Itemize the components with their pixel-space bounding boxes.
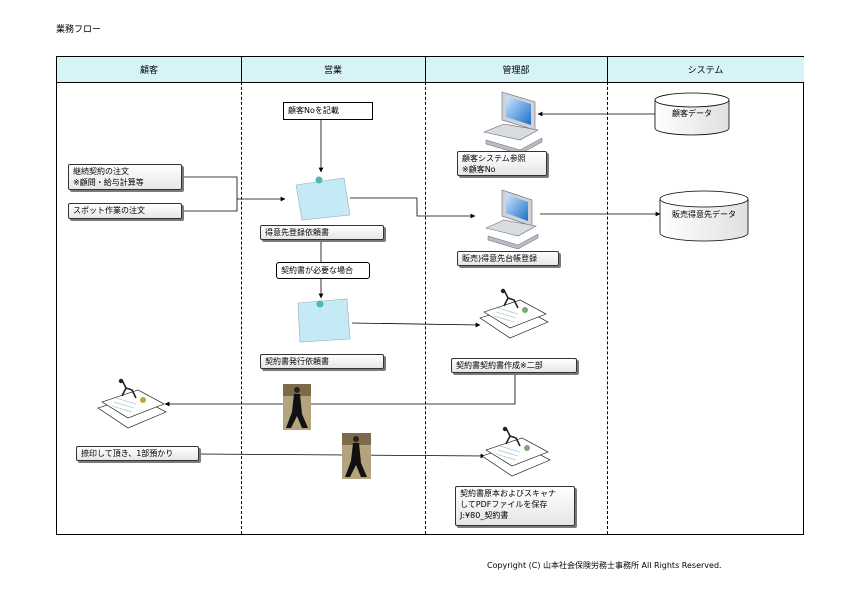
contract-creation-box: 契約書契約書作成※二部 <box>451 358 577 373</box>
lane-header-customer: 顧客 <box>57 57 241 83</box>
document-stack-icon <box>97 378 167 429</box>
page-title: 業務フロー <box>56 25 102 35</box>
computer-icon <box>482 91 543 155</box>
connector <box>182 176 286 202</box>
customer-system-ref-box: 顧客システム参照 ※顧客No <box>457 151 547 176</box>
walking-person-image <box>342 433 371 479</box>
sales-client-ledger-box: 販売)得意先台帳登録 <box>457 251 559 266</box>
lane-header-sales: 営業 <box>241 57 425 83</box>
computer-icon <box>485 189 539 250</box>
lane-divider <box>241 57 242 534</box>
connector <box>182 199 238 212</box>
note-icon <box>297 298 351 343</box>
lane-header-system: システム <box>607 57 804 83</box>
connector <box>351 322 481 328</box>
database-icon <box>654 92 730 136</box>
connector <box>350 197 476 219</box>
connector <box>164 370 516 407</box>
walking-person-image <box>283 384 311 430</box>
swimlane-table: 顧客 営業 管理部 システム <box>56 56 804 535</box>
seal-return-box: 捺印して頂き、1部預かり <box>76 446 199 461</box>
continuous-order-box: 継続契約の注文 ※顧問・給与計算等 <box>68 164 182 190</box>
lane-divider <box>425 57 426 534</box>
contract-issue-request-box: 契約書発行依頼書 <box>260 354 384 369</box>
customer-no-record-box: 顧客Noを記載 <box>283 102 373 120</box>
document-stack-icon <box>479 288 549 339</box>
spot-order-box: スポット作業の注文 <box>68 203 182 219</box>
note-icon <box>295 176 351 221</box>
lane-divider <box>607 57 608 534</box>
client-registration-request-box: 得意先登録依頼書 <box>260 225 384 240</box>
copyright-text: Copyright (C) 山本社会保険労務士事務所 All Rights Re… <box>487 561 722 570</box>
if-contract-needed-box: 契約書が必要な場合 <box>276 262 370 279</box>
lane-header-admin: 管理部 <box>425 57 607 83</box>
customer-data-label: 顧客データ <box>672 109 712 118</box>
document-stack-icon <box>481 426 551 477</box>
sales-client-data-label: 販売得意先データ <box>672 210 736 219</box>
contract-scan-save-box: 契約書原本およびスキャナ してPDFファイルを保存 J:¥80_契約書 <box>455 486 575 526</box>
database-icon <box>659 190 749 242</box>
